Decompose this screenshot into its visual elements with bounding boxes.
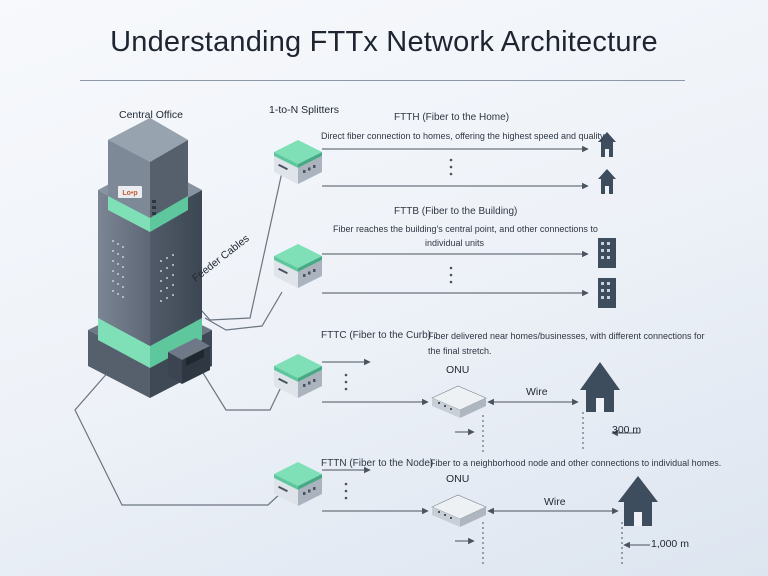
central-office-logo: Lo•p	[118, 186, 142, 198]
cable-to-fttb	[204, 291, 283, 331]
splitter-fttb	[274, 244, 322, 288]
fttc-heading: FTTC (Fiber to the Curb) :	[321, 330, 437, 341]
onu-device-fttn	[431, 494, 487, 527]
splitter-fttc	[274, 354, 322, 398]
fttc-wire-label: Wire	[526, 386, 548, 398]
fttc-description: Fiber delivered near homes/businesses, w…	[428, 331, 705, 341]
fttc-distance-label: 300 m	[612, 424, 642, 436]
home-icon	[598, 169, 616, 194]
fttn-distance-label: 1,000 m	[651, 538, 689, 550]
building-icon	[598, 278, 616, 308]
splitters-label: 1-to-N Splitters	[269, 104, 340, 116]
fttn-description: Fiber to a neighborhood node and other c…	[430, 458, 722, 468]
fttn-heading: FTTN (Fiber to the Node)	[321, 458, 434, 469]
central-office-tower	[88, 118, 212, 398]
house-icon-fttc	[580, 362, 620, 412]
fttn-wire-label: Wire	[544, 496, 566, 508]
fttn-onu-label: ONU	[446, 473, 470, 485]
ftth-heading: FTTH (Fiber to the Home)	[394, 112, 510, 123]
onu-device-fttc	[431, 385, 487, 418]
svg-text:Lo•p: Lo•p	[122, 190, 137, 197]
cable-to-fttn	[74, 369, 283, 506]
home-icon	[598, 132, 616, 157]
safe-box	[168, 338, 210, 384]
cable-to-fttc	[199, 367, 283, 411]
fttb-description: Fiber reaches the building's central poi…	[333, 224, 598, 234]
page-title: Understanding FTTx Network Architecture	[110, 26, 658, 58]
splitter-ftth	[274, 140, 322, 184]
central-office-label: Central Office	[119, 109, 183, 121]
splitter-fttn	[274, 462, 322, 506]
house-icon-fttn	[618, 476, 658, 526]
fttb-heading: FTTB (Fiber to the Building)	[394, 206, 518, 217]
fttc-onu-label: ONU	[446, 364, 470, 376]
fttc-description-line2: the final stretch.	[428, 346, 492, 356]
title-divider	[80, 80, 685, 81]
fttb-description-line2: individual units	[425, 238, 485, 248]
ftth-description: Direct fiber connection to homes, offeri…	[321, 131, 605, 141]
building-icon	[598, 238, 616, 268]
